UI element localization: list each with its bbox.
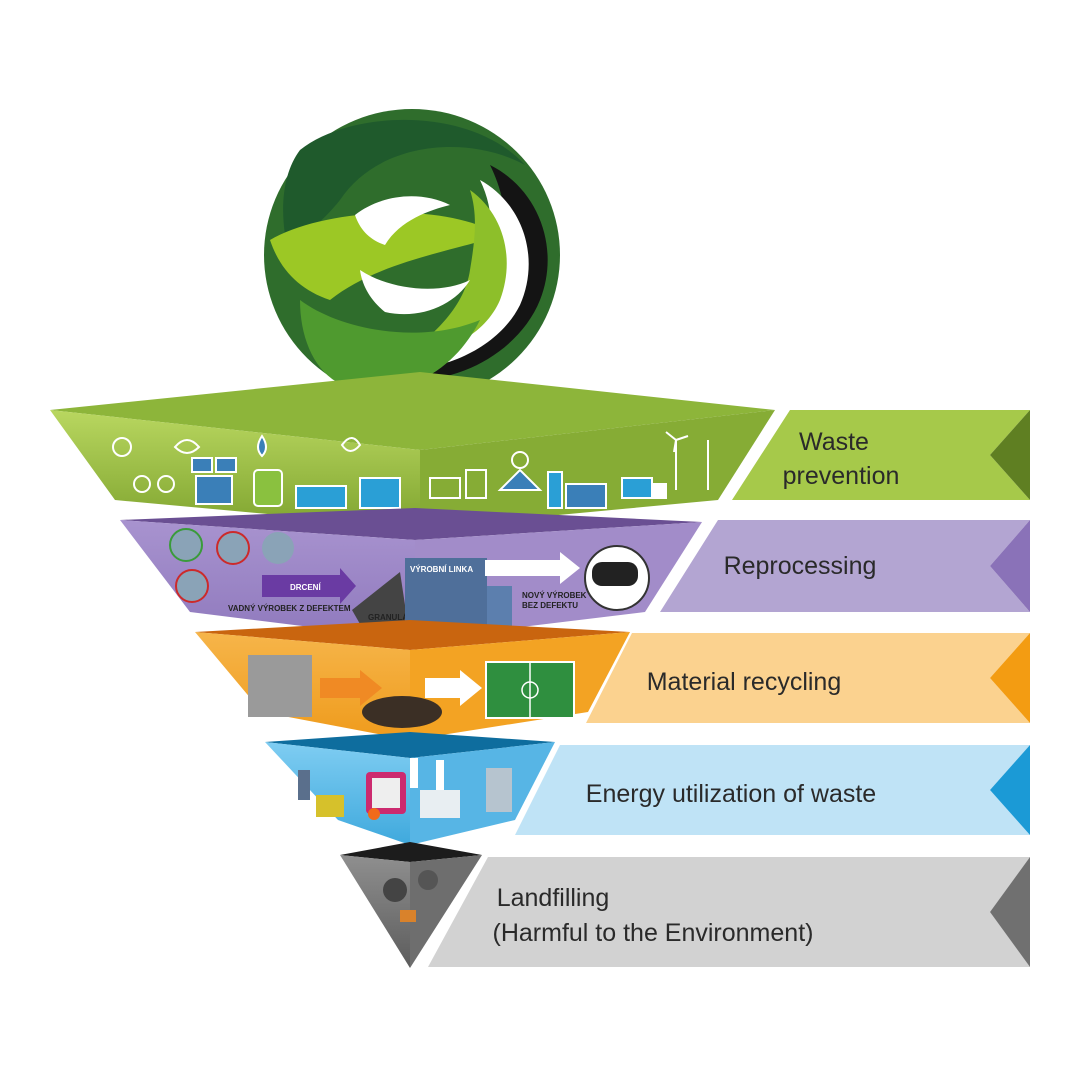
reprocessing-label: Reprocessing — [724, 552, 877, 580]
waste-prevention-label-line2: prevention — [783, 462, 900, 490]
production-line-machine — [405, 558, 487, 630]
waste-prevention-band — [732, 410, 1030, 500]
drceni-label: DRCENÍ — [290, 583, 321, 592]
landfilling-band — [428, 857, 1030, 967]
recycling-logo — [264, 109, 560, 416]
energy-utilization-band — [515, 745, 1030, 835]
tube-icons — [169, 528, 650, 611]
tier-material-recycling-block — [195, 620, 630, 740]
energy-utilization-label: Energy utilization of waste — [586, 780, 876, 808]
material-recycling-label: Material recycling — [647, 668, 842, 696]
waste-prevention-label-line1: Waste — [799, 428, 869, 456]
tier-energy-utilization-block — [265, 732, 555, 845]
label-band-reprocessing: Reprocessing — [660, 520, 1030, 612]
rubber-profiles-image — [248, 655, 312, 717]
waste-prevention-arrow-icon — [990, 410, 1030, 500]
landfilling-arrow-icon — [990, 857, 1030, 967]
reprocessing-arrow-icon — [990, 520, 1030, 612]
landfilling-label-line1: Landfilling — [497, 884, 610, 912]
label-band-landfilling: Landfilling (Harmful to the Environment) — [428, 857, 1030, 967]
sustainability-icons — [112, 431, 709, 509]
production-line-label: VÝROBNÍ LINKA — [410, 565, 473, 574]
tier-landfilling-block — [340, 842, 482, 968]
tier-reprocessing-block: DRCENÍ VADNÝ VÝROBEK Z DEFEKTEM GRANULÁT… — [120, 508, 702, 640]
new-product-label-2: BEZ DEFEKTU — [522, 601, 578, 610]
new-product-label-1: NOVÝ VÝROBEK — [522, 591, 587, 600]
energy-plant-icons — [298, 758, 512, 820]
material-recycling-band — [586, 633, 1030, 723]
landfilling-label-line2: (Harmful to the Environment) — [493, 919, 814, 947]
energy-utilization-arrow-icon — [990, 745, 1030, 835]
tier-waste-prevention-block — [50, 372, 775, 528]
label-band-material-recycling: Material recycling — [586, 633, 1030, 723]
granulate-pile — [362, 696, 442, 728]
granulat-label: GRANULÁT — [368, 613, 413, 622]
label-band-waste-prevention: Waste prevention — [732, 410, 1030, 500]
defective-product-label: VADNÝ VÝROBEK Z DEFEKTEM — [228, 604, 351, 613]
reprocessing-band — [660, 520, 1030, 612]
material-recycling-arrow-icon — [990, 633, 1030, 723]
label-band-energy-utilization: Energy utilization of waste — [515, 745, 1030, 835]
